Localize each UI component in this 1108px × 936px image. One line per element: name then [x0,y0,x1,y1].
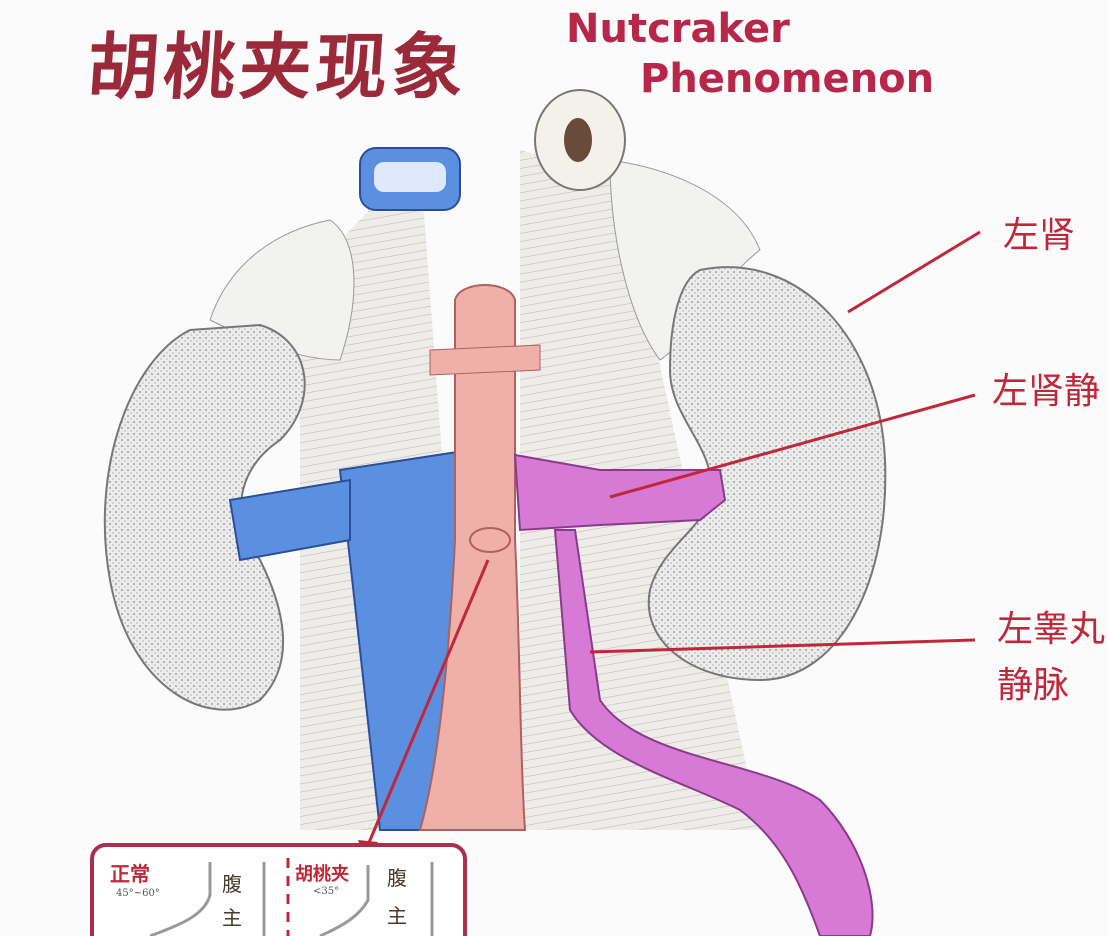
label-left-kidney: 左肾 [1003,215,1076,256]
comparison-inset [90,843,467,936]
left-kidney [647,266,887,682]
left-renal-vein [513,453,727,532]
inset-normal-vessel-2: 主 [222,906,242,930]
leader-inset [366,559,490,846]
inset-nutcracker-vessel-2: 主 [387,904,407,928]
inset-normal-title: 正常 [110,862,150,886]
aorta [418,284,527,831]
inset-normal-angle: 45°~60° [116,888,160,899]
right-kidney [103,323,306,711]
label-left-renal-vein: 左肾静 [992,371,1101,412]
inset-nutcracker-title: 胡桃夹 [295,864,349,885]
sma-origin [469,527,511,553]
leader-left-renal-vein [609,393,976,499]
label-left-testicular-vein-2: 静脉 [997,665,1070,706]
inset-nutcracker-angle: <35° [313,886,340,897]
label-left-testicular-vein-1: 左睾丸 [997,609,1106,650]
title-english-line1: Nutcraker [566,6,790,52]
leader-left-testicular-vein [589,638,976,654]
inset-nutcracker-vessel-1: 腹 [387,866,407,890]
leader-left-kidney [847,230,981,314]
inset-normal-vessel-1: 腹 [222,872,242,896]
right-renal-vein [228,478,351,562]
title-chinese: 胡桃夹现象 [84,24,471,109]
title-english-line2: Phenomenon [640,56,935,102]
celiac-trunk [429,344,541,376]
